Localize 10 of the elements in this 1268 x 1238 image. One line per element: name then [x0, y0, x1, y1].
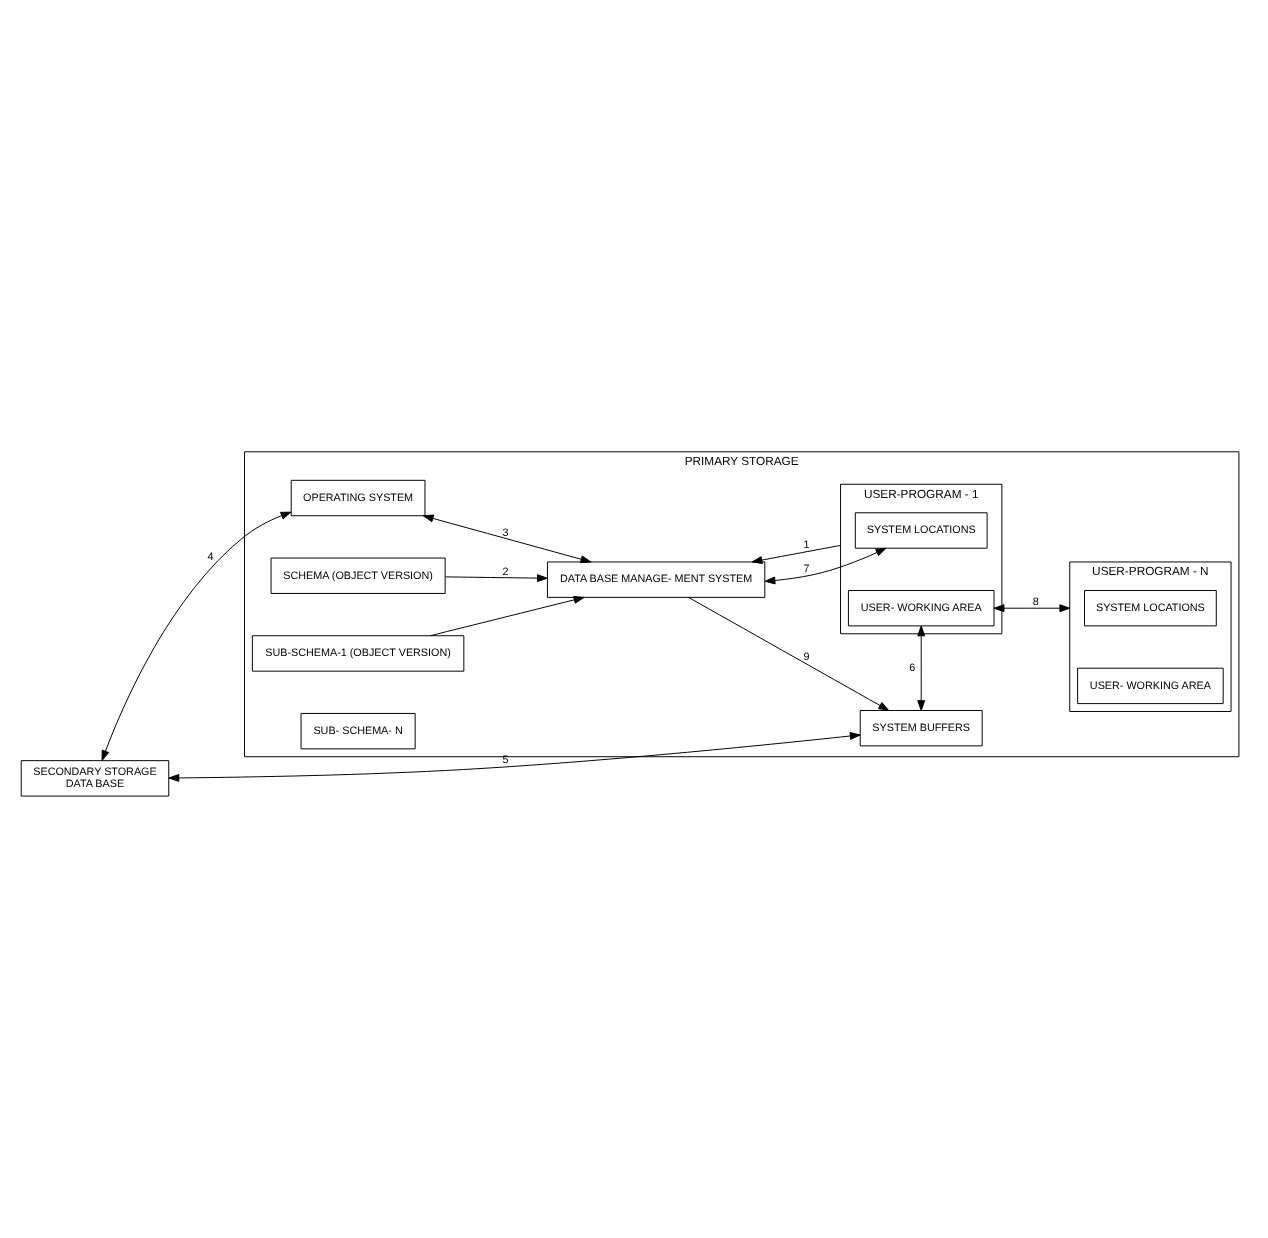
arrow: [917, 624, 926, 710]
arrow: [422, 513, 592, 563]
arrow: [688, 595, 890, 710]
arrow: [993, 603, 1071, 612]
arrow: [764, 546, 887, 584]
arrow: [101, 510, 292, 761]
arrow: [429, 594, 585, 636]
arrow: [168, 731, 861, 781]
arrow: [751, 543, 842, 563]
arrow: [445, 573, 548, 582]
